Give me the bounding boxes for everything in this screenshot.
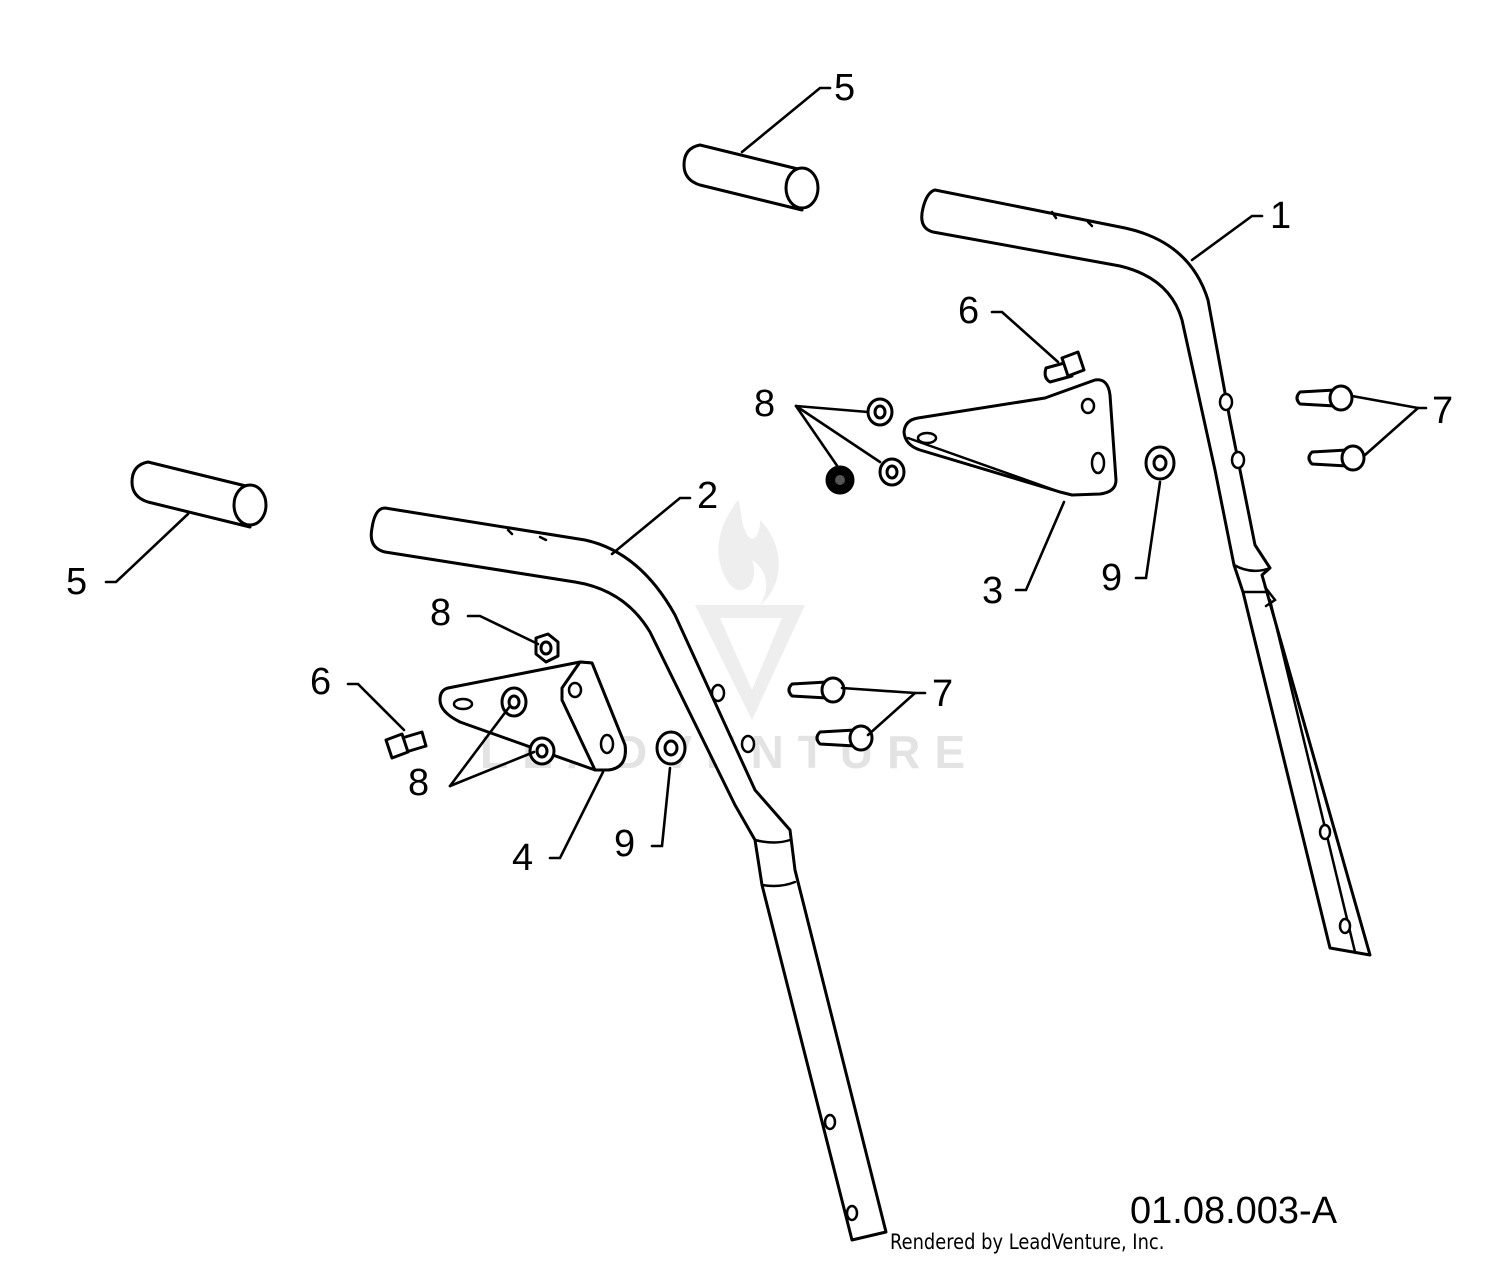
upper-handle-right xyxy=(920,188,1372,957)
handle-hole xyxy=(710,683,726,703)
washer xyxy=(866,397,894,427)
handle-hole xyxy=(1230,450,1246,470)
watermark-logo xyxy=(695,500,805,720)
callout-8-bottom: 8 xyxy=(408,762,429,804)
callout-5-top: 5 xyxy=(834,67,855,109)
washer-large xyxy=(1144,445,1176,481)
callout-8-mid: 8 xyxy=(430,592,451,634)
handle-hole xyxy=(1338,917,1352,935)
carriage-bolt-mid-1 xyxy=(787,676,846,704)
handle-hole xyxy=(1218,392,1234,412)
washer xyxy=(528,736,556,766)
callout-3: 3 xyxy=(982,570,1003,612)
handle-hole xyxy=(1318,823,1332,841)
handle-hole xyxy=(740,734,756,754)
bracket-left xyxy=(438,660,627,772)
callout-4: 4 xyxy=(512,837,533,879)
render-credit: Rendered by LeadVenture, Inc. xyxy=(890,1230,1165,1254)
handle-hole xyxy=(823,1113,837,1131)
callout-7-mid: 7 xyxy=(932,673,953,715)
handle-hole xyxy=(845,1204,859,1222)
diagram-id: 01.08.003-A xyxy=(1130,1190,1338,1232)
washer xyxy=(878,457,906,487)
callout-6-top: 6 xyxy=(958,290,979,332)
callout-8-top: 8 xyxy=(754,383,775,425)
callout-9-right: 9 xyxy=(1101,557,1122,599)
leader-lines xyxy=(104,86,1428,860)
callout-1: 1 xyxy=(1270,195,1291,237)
carriage-bolt-mid-2 xyxy=(815,724,874,752)
bolt-top xyxy=(1043,350,1086,384)
callout-2: 2 xyxy=(697,475,718,517)
locknut xyxy=(825,465,855,495)
callout-7-right: 7 xyxy=(1432,390,1453,432)
carriage-bolt-right-1 xyxy=(1295,384,1354,412)
bracket-right xyxy=(902,378,1118,497)
handle-grip-top xyxy=(682,143,820,212)
callout-6-left: 6 xyxy=(310,661,331,703)
carriage-bolt-right-2 xyxy=(1307,444,1366,472)
upper-handle-left xyxy=(369,506,888,1242)
nut xyxy=(534,632,560,664)
washer-large xyxy=(655,730,687,766)
bolt-left xyxy=(384,730,428,760)
callout-5-left: 5 xyxy=(66,561,87,603)
callout-9-left: 9 xyxy=(614,823,635,865)
handle-grip-left xyxy=(130,460,268,529)
